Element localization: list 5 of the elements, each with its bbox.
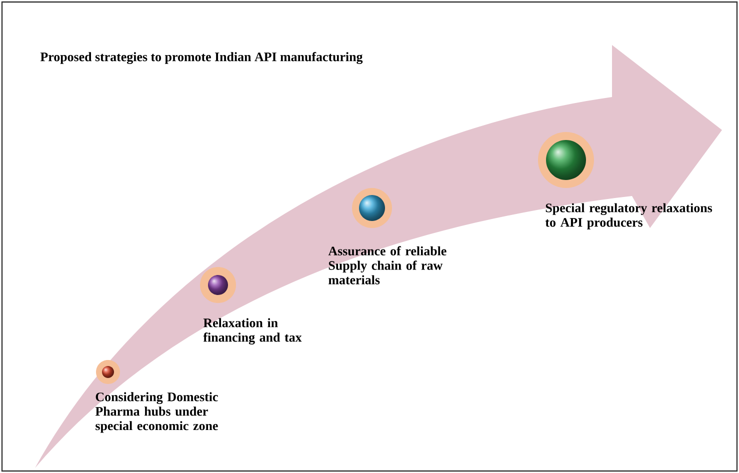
title: Proposed strategies to promote Indian API manufacturing <box>40 52 363 64</box>
strategy-text: Assurance of reliable Supply chain of raw materials <box>328 246 446 284</box>
strategy-text: Considering Domestic Pharma hubs under special economic zone <box>95 392 218 433</box>
strategy-text: Relaxation in financing and tax <box>203 318 302 344</box>
strategy-text: Special regulatory relaxations to API producers <box>545 203 712 230</box>
